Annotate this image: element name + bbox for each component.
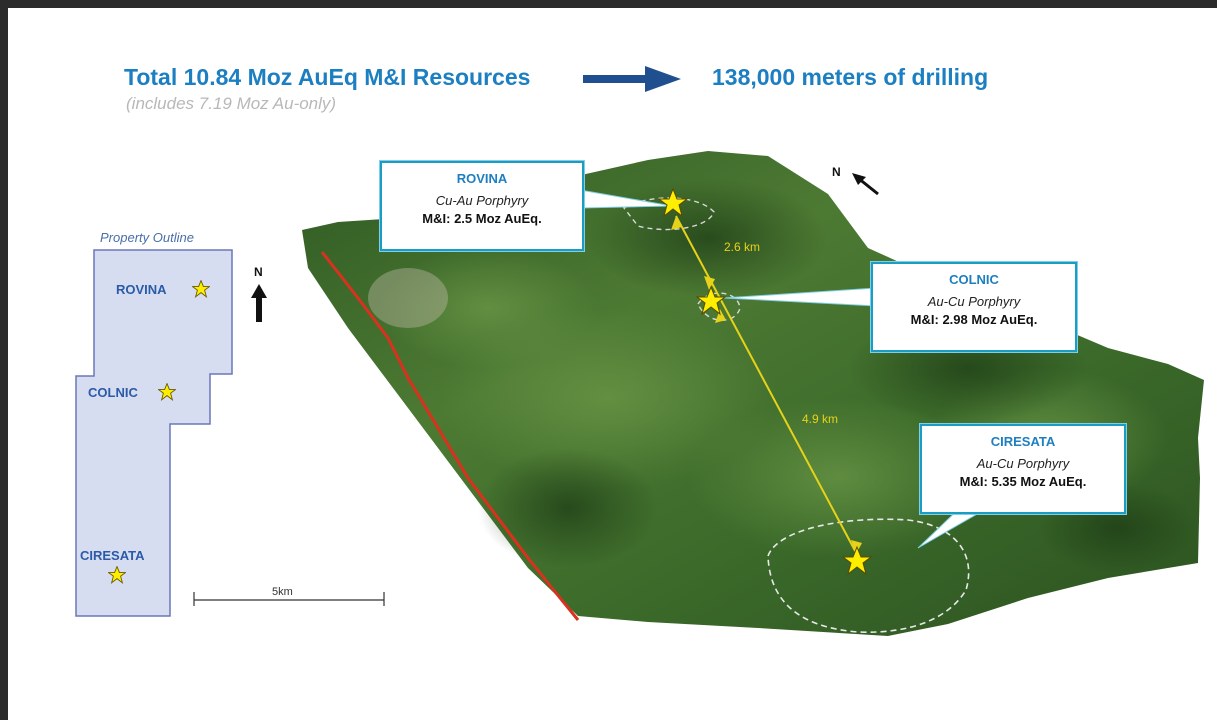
distance-label-rovina-colnic: 2.6 km	[724, 240, 761, 254]
rovina-pit-outline	[622, 197, 715, 231]
colnic-star-icon	[696, 286, 726, 316]
deposit-type: Au-Cu Porphyry	[976, 456, 1070, 471]
property-label-ciresata: CIRESATA	[80, 548, 145, 563]
slide: Total 10.84 Moz AuEq M&I Resources 138,0…	[8, 8, 1217, 720]
deposit-resource: M&I: 2.98 Moz AuEq.	[910, 312, 1038, 327]
property-star-ciresata-icon	[108, 566, 126, 584]
property-outline-caption: Property Outline	[100, 230, 194, 245]
property-star-rovina-icon	[192, 280, 210, 298]
deposit-type: Cu-Au Porphyry	[435, 193, 529, 208]
scale-bar	[193, 592, 385, 606]
rovina-star-icon	[658, 188, 688, 218]
deposit-name: ROVINA	[456, 171, 508, 186]
property-outline-shape	[75, 249, 233, 617]
distance-label-colnic-ciresata: 4.9 km	[802, 412, 839, 426]
north-label: N	[254, 265, 263, 279]
property-star-colnic-icon	[158, 383, 176, 401]
drilling-headline: 138,000 meters of drilling	[712, 64, 989, 90]
deposit-resource: M&I: 2.5 Moz AuEq.	[422, 211, 542, 226]
north-arrow-map-icon: N	[832, 165, 879, 196]
rovina-callout: ROVINA Cu-Au Porphyry M&I: 2.5 Moz AuEq.	[380, 161, 584, 251]
colnic-callout: COLNIC Au-Cu Porphyry M&I: 2.98 Moz AuEq…	[871, 262, 1077, 352]
distance-line	[675, 215, 861, 561]
boundary-line	[320, 251, 580, 621]
property-label-rovina: ROVINA	[116, 282, 167, 297]
property-label-colnic: COLNIC	[88, 385, 138, 400]
deposit-name: CIRESATA	[990, 434, 1056, 449]
ciresata-star-icon	[842, 546, 872, 576]
north-arrow-icon: N	[251, 265, 267, 322]
ciresata-callout: CIRESATA Au-Cu Porphyry M&I: 5.35 Moz Au…	[920, 424, 1126, 514]
total-resources-title: Total 10.84 Moz AuEq M&I Resources	[124, 64, 531, 90]
deposit-name: COLNIC	[949, 272, 999, 287]
scale-label: 5km	[272, 586, 293, 598]
au-only-note: (includes 7.19 Moz Au-only)	[126, 94, 337, 113]
deposit-type: Au-Cu Porphyry	[927, 294, 1021, 309]
deposit-resource: M&I: 5.35 Moz AuEq.	[959, 474, 1087, 489]
north-label-map: N	[832, 165, 841, 179]
arrow-right-icon	[583, 66, 681, 92]
